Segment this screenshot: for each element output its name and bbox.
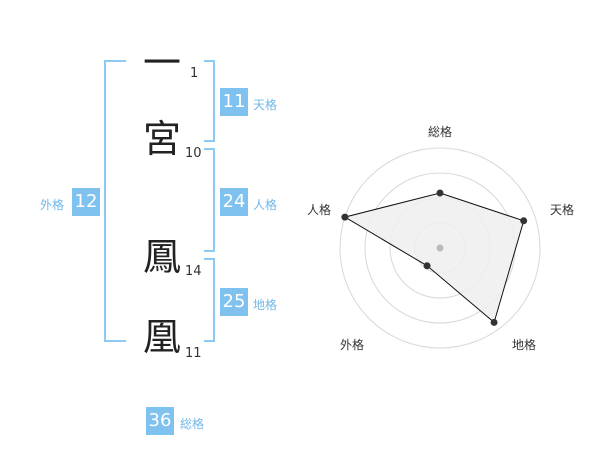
char-4: 凰 (143, 315, 182, 359)
radar-point-3 (423, 262, 431, 270)
radar-points (341, 189, 528, 326)
radar-label-tenkaku: 天格 (550, 203, 575, 217)
soukaku-value: 36 (146, 407, 174, 435)
char-2: 宮 (143, 117, 182, 161)
radar-center-dot (436, 244, 444, 252)
stroke-count-4: 11 (185, 346, 202, 361)
tenkaku-value: 11 (220, 88, 248, 116)
stroke-count-2: 10 (185, 146, 202, 161)
radar-point-1 (520, 217, 528, 225)
radar-ring-4 (339, 147, 541, 349)
gaikaku-value: 12 (72, 188, 100, 216)
radar-point-2 (490, 318, 498, 326)
radar-polygon (343, 192, 525, 324)
tenkaku-bracket (204, 60, 215, 142)
radar-point-4 (341, 213, 349, 221)
chikaku-value: 25 (220, 288, 248, 316)
chikaku-label: 地格 (253, 298, 278, 312)
jinkaku-value: 24 (220, 188, 248, 216)
gaikaku-bracket (104, 60, 126, 342)
gaikaku-label: 外格 (40, 198, 65, 212)
char-3: 鳳 (143, 235, 182, 279)
jinkaku-bracket (204, 148, 215, 252)
radar-label-jinkaku: 人格 (307, 203, 332, 217)
stroke-count-1: 1 (190, 66, 199, 81)
radar-label-gaikaku: 外格 (340, 338, 365, 352)
radar-label-chikaku: 地格 (512, 338, 537, 352)
jinkaku-label: 人格 (253, 198, 278, 212)
radar-chart (339, 147, 541, 349)
char-1: 一 (143, 41, 182, 85)
stroke-count-3: 14 (185, 264, 202, 279)
chikaku-bracket (204, 258, 215, 342)
radar-point-0 (436, 189, 444, 197)
soukaku-label: 総格 (180, 417, 205, 431)
tenkaku-label: 天格 (253, 98, 278, 112)
radar-label-soukaku: 総格 (428, 125, 453, 139)
